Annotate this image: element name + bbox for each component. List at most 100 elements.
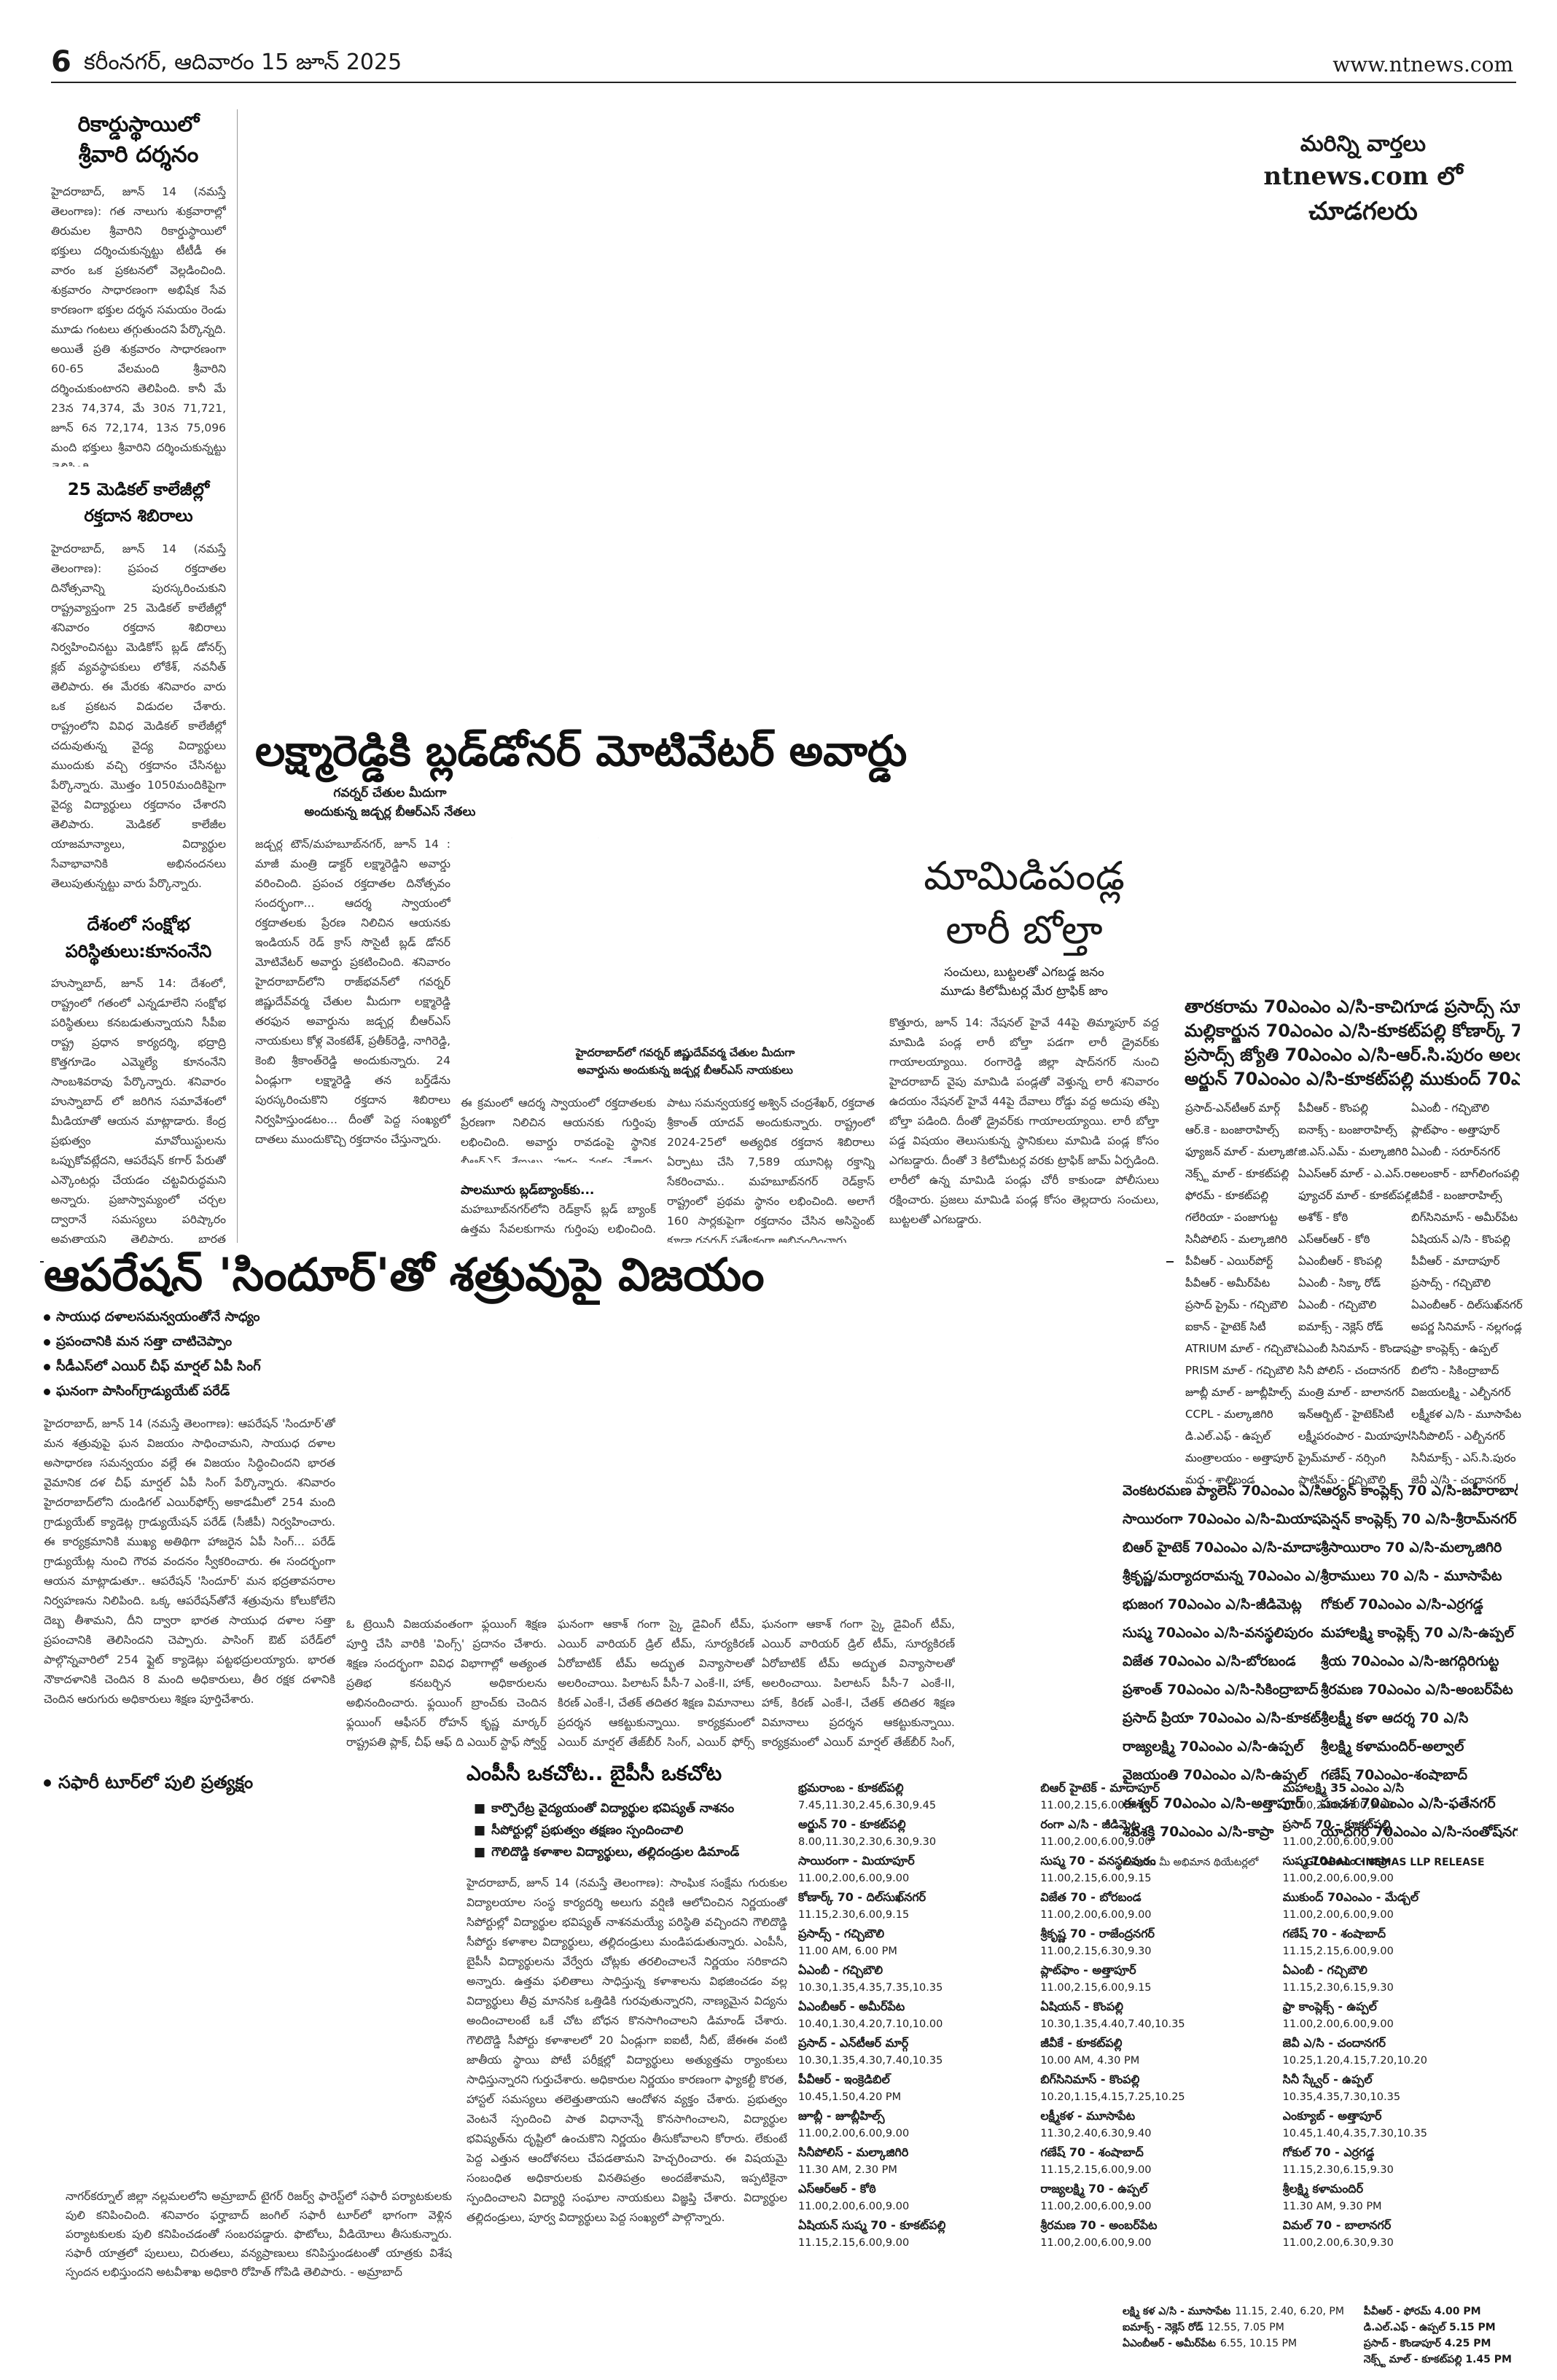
cin-top-row-3: ప్రసాద్స్ జ్యోతి 70ఎంఎం ఎ/సి-ఆర్.సి.పురం… [1185, 1045, 1520, 1065]
schedule-entry: ఐమాక్స్ - నెక్లెస్ రోడ్ 12.55, 7.05 PM [1123, 2319, 1344, 2336]
bullet-icon [44, 1338, 50, 1346]
schedule-column: భ్రమరాంబ - కూకట్‌పల్లి7.45,11.30,2.45,6.… [798, 1779, 1031, 2252]
schedule-theatre: అర్జున్ 70 - కూకట్‌పల్లి [798, 1817, 906, 1831]
schedule-times: 11.00,2.00,6.00,9.00 [798, 1873, 910, 1884]
cinema-listing: సాయిరంగా 70ఎంఎం ఎ/సి-మియాపూర్ [1123, 1511, 1321, 1527]
promo-box[interactable]: మరిన్ని వార్తలు ntnews.com లో చూడగలరు [1225, 131, 1502, 232]
cinema-footer: మరియు మీ అభిమాన థియేటర్లలో GLOBAL CINEMA… [1123, 1857, 1485, 1868]
schedule-entry: శ్రీలక్ష్మి కళామందిర్ 11.30 AM, 9.30 PM [1283, 2180, 1516, 2216]
bullet-icon [44, 1314, 50, 1321]
cinema-listing: రాజ్యలక్ష్మి 70ఎంఎం ఎ/సి-ఉప్పల్ [1123, 1739, 1304, 1755]
theatre-cell: పీవీఆర్ - మాదాపూర్ [1411, 1255, 1500, 1268]
schedule-times: 11.00,2.00,6.30,9.30 [1282, 2237, 1394, 2249]
schedule-theatre: ప్రసాద్ 70 - కూకట్‌పల్లి [1282, 1817, 1391, 1831]
mango-headline-1: మామిడిపండ్ల [924, 853, 1125, 899]
theatre-cell: మంత్రాలయం - అత్తాపూర్ [1185, 1451, 1294, 1464]
cinema-listing: శ్రీలక్ష్మి కళామందిర్-అల్వాల్ [1321, 1739, 1464, 1755]
schedule-times: 10.35,4.35,7.30,10.35 [1282, 2091, 1401, 2103]
cinema-listing: బిఆర్ హైటెక్ 70ఎంఎం ఎ/సి-మాదాపూర్ [1123, 1540, 1321, 1556]
schedule-theatre: శ్రీలక్ష్మి కళామందిర్ [1282, 2182, 1364, 2196]
schedule-entry: ప్రసాద్స్ - గచ్చిబౌలి11.00 AM, 6.00 PM [798, 1924, 1031, 1961]
theatre-cell: ఎస్ఆర్ఆర్ - కోఠి [1298, 1233, 1370, 1246]
schedule-entry: ప్లాట్‌ఫాం - అత్తాపూర్ 11.00,2.15,6.00,9.… [1040, 1961, 1273, 1997]
page-number: 6 [51, 45, 71, 79]
story3-title-2: పరిస్థితులు:కూనంనేని [65, 941, 212, 961]
schedule-times: 11.15,2.30,6.15,9.30 [1282, 1982, 1394, 1994]
cinema-listing: ప్రసాద్ ప్రియా 70ఎంఎం ఎ/సి-కూకట్‌పల్లి [1123, 1710, 1321, 1726]
cinema-listing: సుష్మ 70ఎంఎం ఎ/సి-వనస్థలిపురం [1123, 1625, 1314, 1641]
safari-caption: నాగర్‌కర్నూల్ జిల్లా నల్లమలలోని అమ్రాబాద… [66, 2190, 452, 2279]
schedule-times: 11.00,2.00,6.00,9.00 [798, 2128, 910, 2139]
schedule-times: 10.25,1.20,4.15,7.20,10.20 [1282, 2055, 1427, 2067]
cinema-listing-row: వైజయంతి 70ఎంఎం ఎ/సి-ఉప్పల్గణేష్ 70ఎంఎం-శ… [1123, 1764, 1520, 1792]
schedule-theatre: రాజ్యలక్ష్మి 70 - ఉప్పల్ [1040, 2182, 1148, 2196]
schedule-theatre: ఎంక్యూబ్ - అత్తాపూర్ [1282, 2109, 1382, 2123]
theatre-cell: సినీపొలిస్ - ఎల్బీనగర్ [1411, 1429, 1505, 1443]
schedule-entry: జెవీ ఎ/సి - చందానగర్10.25,1.20,4.15,7.20… [1283, 2034, 1516, 2070]
column-divider [237, 109, 238, 1261]
theatre-cell: నెక్స్ట్ మాల్ - కూకట్‌పల్లి [1185, 1167, 1289, 1180]
theatre-cell: మంత్రి మాల్ - బాలానగర్ [1298, 1386, 1405, 1399]
schedule-times: 11.30 AM, 9.30 PM [1282, 2201, 1382, 2212]
sindoor-body-col2: ఓ ట్రెయినీ విజయవంతంగా ఫ్లయింగ్ శిక్షణ పూ… [346, 1618, 547, 1749]
mpc-bullet-2: ■సీపోర్టుల్లో ప్రభుత్వం తక్షణం స్పందించా… [474, 1823, 684, 1838]
cinema-listing-row: ప్రసాద్ ప్రియా 70ఎంఎం ఎ/సి-కూకట్‌పల్లిశ్… [1123, 1707, 1520, 1736]
theatre-row: సినీపోలిస్ - మల్కాజిగిరిఎస్ఆర్ఆర్ - కోఠి… [1185, 1228, 1523, 1250]
sindoor-photo [350, 1305, 1166, 1604]
theatre-row: జూబ్లీ మాల్ - జూబ్లీహిల్స్మంత్రి మాల్ - … [1185, 1381, 1523, 1403]
theatre-row: PRISM మాల్ - గచ్చిబౌలిసినీ పోలిస్ - చందా… [1185, 1359, 1523, 1381]
mpc-bullet-3: ■గౌలిదొడ్డి కళాశాల విద్యార్థులు, తల్లిదం… [474, 1845, 740, 1860]
schedule-times: 11.00,2.15,6.00,9.15 [1040, 1800, 1152, 1811]
schedule-theatre: సినీపోలిస్ - మల్కాజిగిరి [798, 2145, 909, 2159]
schedule-theatre: శ్రీరమణ 70 - అంబర్‌పేట [1040, 2218, 1158, 2232]
cinema-listing: గోకుల్ 70ఎంఎం ఎ/సి-ఎర్రగడ్డ [1321, 1596, 1483, 1612]
schedule-times: 11.15,2.30,6.15,9.30 [1282, 2164, 1394, 2176]
schedule-times: 6.55, 10.15 PM [1220, 2338, 1298, 2349]
theatre-cell: ఫ్యూజన్ మాల్ - మల్కాజిగిరి [1185, 1145, 1298, 1158]
schedule-times: 11.15,2.15,6.00,9.00 [1040, 2164, 1152, 2176]
schedule-times: 11.00,2.00,6.00,9.00 [1282, 2018, 1394, 2030]
schedule-entry: జూబ్లీ - జూబ్లీహిల్స్11.00,2.00,6.00,9.0… [798, 2107, 1031, 2143]
schedule-entry: పీవీఆర్ - ఇంక్రెడిబిల్10.45,1.50,4.20 PM [798, 2070, 1031, 2107]
schedule-times: 11.15,2.15,6.00,9.00 [798, 2237, 910, 2249]
schedule-theatre: ఐమాక్స్ - నెక్లెస్ రోడ్ [1123, 2322, 1203, 2333]
story2-title-2: రక్తదాన శిబిరాలు [84, 507, 193, 526]
schedule-theatre: భ్రమరాంబ - కూకట్‌పల్లి [798, 1781, 904, 1795]
schedule-entry: ఎంక్యూబ్ - అత్తాపూర్10.45,1.40,4.35,7.30… [1283, 2107, 1516, 2143]
schedule-times: 11.00,2.15,6.00,9.15 [1040, 1982, 1152, 1994]
schedule-times: 10.30,1.35,4.35,7.35,10.35 [798, 1982, 943, 1994]
schedule-entry: ప్రసాద్ - ఎన్‌టీఆర్ మార్గ్10.30,1.35,4.3… [798, 2034, 1031, 2070]
theatre-cell: గలేరియా - పంజాగుట్ట [1185, 1211, 1278, 1224]
theatre-cell: పీవీఆర్ - కొంపల్లి [1298, 1101, 1368, 1115]
schedule-times: 12.55, 7.05 PM [1207, 2322, 1284, 2333]
theatre-cell: ఏఎంబీ సినిమాస్ - కొండాపూర్ [1298, 1342, 1410, 1355]
cinema-listing-row: బిఆర్ హైటెక్ 70ఎంఎం ఎ/సి-మాదాపూర్శ్రీసాయ… [1123, 1537, 1520, 1565]
cinema-listing-row: వెంకటరమణ ప్యాలెస్ 70ఎంఎం ఎ/సి-కాచిగూడఆర్… [1123, 1480, 1520, 1508]
theatre-row: ATRIUM మాల్ - గచ్చిబౌలిఏఎంబీ సినిమాస్ - … [1185, 1338, 1523, 1359]
cinema-listing-row: భుజంగ 70ఎంఎం ఎ/సి-జీడిమెట్ల గోకుల్ 70ఎంఎం… [1123, 1593, 1520, 1622]
theatre-row: ఆర్.కె - బంజారాహిల్స్ఐనాక్స్ - బంజారాహిల… [1185, 1119, 1523, 1141]
schedule-theatre: ప్లాట్‌ఫాం - అత్తాపూర్ [1040, 1963, 1136, 1977]
cinema-listing: భుజంగ 70ఎంఎం ఎ/సి-జీడిమెట్ల [1123, 1596, 1302, 1612]
schedule-times: 10.40,1.30,4.20,7.10,10.00 [798, 2018, 943, 2030]
schedule-theatre: ఏఎంబీ - గచ్చిబౌలి [798, 1963, 883, 1977]
schedule-theatre: ప్రసాద్ - ఎన్‌టీఆర్ మార్గ్ [798, 2036, 909, 2050]
story1-title-2: శ్రీవారి దర్శనం [78, 141, 199, 168]
schedule-times: 11.00,2.00,6.00,9.00 [1040, 1836, 1152, 1848]
lead-photo-caption-1: హైదరాబాద్‌లో గవర్నర్ జిష్ణుదేవ్‌వర్మ చేత… [575, 1046, 795, 1059]
theatre-grid: ప్రసాద్-ఎన్‌టీఆర్ మార్గ్పీవీఆర్ - కొంపల్… [1185, 1097, 1523, 1491]
mango-body: కొత్తూరు, జూన్ 14: నేషనల్ హైవే 44పై తిమ్… [889, 1016, 1159, 1226]
theatre-cell: జెవీ ఎ/సి - చందానగర్ [1411, 1473, 1506, 1486]
cinema-listing: వైజయంతి 70ఎంఎం ఎ/సి-ఉప్పల్ [1123, 1767, 1307, 1783]
website-url[interactable]: www.ntnews.com [1332, 52, 1513, 77]
theatre-cell: జీవీకే - బంజారాహిల్స్ [1411, 1189, 1502, 1202]
theatre-cell: ఏఎంబీఆర్ - కొంపల్లి [1298, 1255, 1383, 1268]
theatre-cell: మధ - శాలిబండ [1185, 1473, 1255, 1486]
schedule-entry: మహాలక్ష్మి 35 ఎంఎం ఎ/సి11.00,2.00,6.00,9… [1283, 1779, 1516, 1815]
schedule-entry: ఎస్ఆర్ఆర్ - కోఠి11.00,2.00,6.00,9.00 [798, 2180, 1031, 2216]
